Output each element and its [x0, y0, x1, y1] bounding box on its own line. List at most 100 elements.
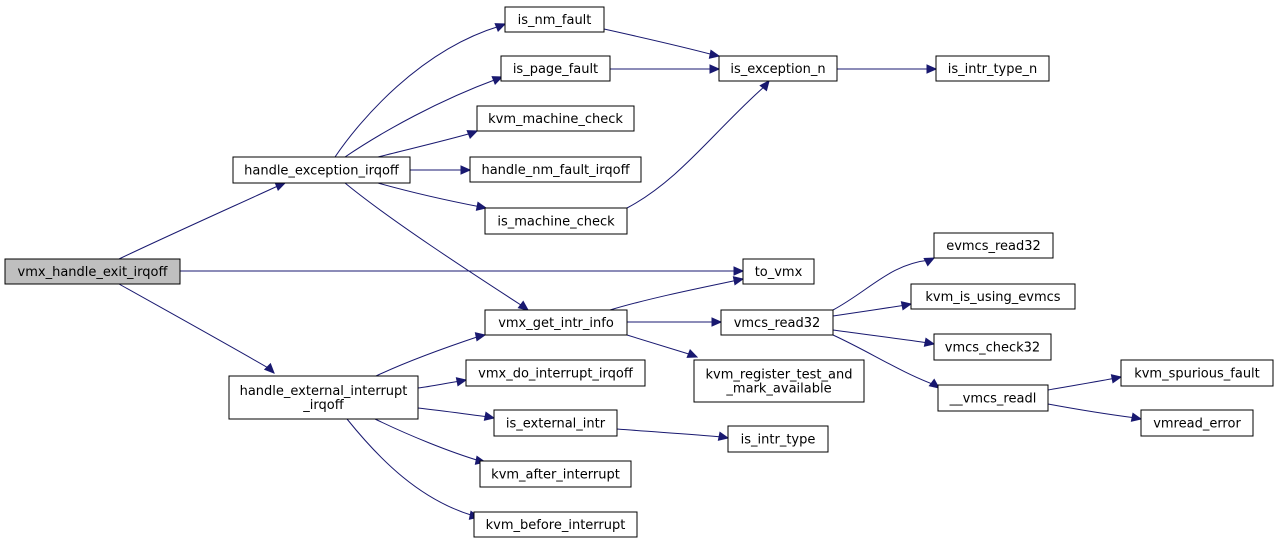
- arrowhead-icon: [926, 64, 938, 74]
- node-box[interactable]: [232, 156, 411, 184]
- node-box[interactable]: [479, 460, 632, 488]
- node-box[interactable]: [727, 425, 829, 453]
- node-handle_nm_fault_irqoff[interactable]: handle_nm_fault_irqoff: [469, 156, 642, 183]
- arrowhead-icon: [759, 80, 770, 92]
- node-box[interactable]: [469, 156, 642, 183]
- edge-vmx_handle_exit_irqoff-to-handle_external_interrupt_irqoff: [118, 283, 275, 374]
- edge-is_external_intr-to-is_intr_type: [616, 428, 730, 441]
- node-is_machine_check[interactable]: is_machine_check: [484, 207, 628, 235]
- edge-handle_exception_irqoff-to-kvm_machine_check: [377, 130, 479, 158]
- arrowhead-icon: [733, 266, 745, 276]
- node-kvm_spurious_fault[interactable]: kvm_spurious_fault: [1120, 359, 1274, 387]
- edge-handle_external_interrupt_irqoff-to-is_external_intr: [417, 407, 496, 421]
- node-box[interactable]: [933, 333, 1052, 361]
- edge-line: [344, 182, 529, 311]
- node-label: vmx_get_intr_info: [498, 316, 614, 331]
- arrowhead-icon: [460, 165, 472, 175]
- node-kvm_after_interrupt[interactable]: kvm_after_interrupt: [479, 460, 632, 488]
- edge-handle_exception_irqoff-to-is_machine_check: [377, 182, 488, 211]
- node-kvm_register_test_and_mark_available[interactable]: kvm_register_test_and_mark_available: [693, 359, 865, 403]
- edge-line: [374, 418, 486, 463]
- edge-line: [118, 182, 286, 260]
- node-is_intr_type[interactable]: is_intr_type: [727, 425, 829, 453]
- node-vmx_handle_exit_irqoff[interactable]: vmx_handle_exit_irqoff: [4, 258, 181, 285]
- node-label: vmread_error: [1153, 417, 1241, 432]
- edge-line: [377, 130, 478, 158]
- node-is_nm_fault[interactable]: is_nm_fault: [504, 6, 605, 33]
- node-box[interactable]: [720, 309, 834, 336]
- node-box[interactable]: [935, 55, 1050, 82]
- arrowhead-icon: [900, 301, 913, 311]
- node-box[interactable]: [4, 258, 181, 285]
- arrowhead-icon: [717, 431, 730, 441]
- node-box[interactable]: [465, 359, 646, 387]
- edge-is_exception_n-to-is_intr_type_n: [837, 64, 938, 74]
- edge-handle_exception_irqoff-to-handle_nm_fault_irqoff: [410, 165, 472, 175]
- node-label: vmx_handle_exit_irqoff: [18, 265, 169, 280]
- node-label: vmcs_check32: [945, 341, 1040, 356]
- node-box[interactable]: [1120, 359, 1274, 387]
- node-box[interactable]: [718, 55, 838, 82]
- node-__vmcs_readl[interactable]: __vmcs_readl: [937, 384, 1049, 412]
- node-box[interactable]: [500, 55, 611, 82]
- node-box[interactable]: [1140, 409, 1254, 437]
- edge-vmx_get_intr_info-to-vmcs_read32: [627, 317, 723, 327]
- node-box[interactable]: [504, 6, 605, 33]
- node-box[interactable]: [910, 283, 1076, 310]
- node-is_exception_n[interactable]: is_exception_n: [718, 55, 838, 82]
- node-box[interactable]: [473, 511, 638, 538]
- edge-vmcs_read32-to-__vmcs_readl: [832, 334, 940, 389]
- node-label: is_machine_check: [497, 215, 615, 230]
- node-label: kvm_is_using_evmcs: [925, 290, 1060, 305]
- node-box[interactable]: [476, 105, 635, 132]
- node-vmcs_read32[interactable]: vmcs_read32: [720, 309, 834, 336]
- node-kvm_machine_check[interactable]: kvm_machine_check: [476, 105, 635, 132]
- edge-vmcs_read32-to-kvm_is_using_evmcs: [832, 301, 913, 317]
- node-kvm_before_interrupt[interactable]: kvm_before_interrupt: [473, 511, 638, 538]
- arrowhead-icon: [483, 411, 496, 421]
- arrowhead-icon: [455, 377, 468, 387]
- edge-vmx_handle_exit_irqoff-to-to_vmx: [180, 266, 745, 276]
- edge-line: [377, 182, 487, 209]
- node-box[interactable]: [484, 207, 628, 235]
- node-is_intr_type_n[interactable]: is_intr_type_n: [935, 55, 1050, 82]
- edge-line: [417, 407, 495, 419]
- node-kvm_is_using_evmcs[interactable]: kvm_is_using_evmcs: [910, 283, 1076, 310]
- node-vmcs_check32[interactable]: vmcs_check32: [933, 333, 1052, 361]
- node-label: is_page_fault: [513, 62, 598, 77]
- node-label: is_nm_fault: [518, 13, 592, 28]
- node-label: is_exception_n: [730, 62, 825, 77]
- edge-line: [1047, 376, 1122, 391]
- node-label: handle_exception_irqoff: [244, 164, 400, 179]
- node-box[interactable]: [693, 359, 865, 403]
- arrowhead-icon: [474, 332, 487, 342]
- node-box[interactable]: [933, 232, 1054, 259]
- node-handle_exception_irqoff[interactable]: handle_exception_irqoff: [232, 156, 411, 184]
- arrowhead-icon: [711, 317, 723, 327]
- node-label: kvm_register_test_and: [706, 368, 853, 383]
- node-evmcs_read32[interactable]: evmcs_read32: [933, 232, 1054, 259]
- arrowhead-icon: [274, 182, 287, 191]
- node-is_external_intr[interactable]: is_external_intr: [493, 409, 618, 437]
- arrowhead-icon: [263, 362, 275, 374]
- node-box[interactable]: [228, 375, 419, 420]
- node-to_vmx[interactable]: to_vmx: [742, 258, 815, 285]
- arrowhead-icon: [466, 130, 479, 139]
- node-label: _irqoff: [302, 398, 344, 413]
- node-box[interactable]: [742, 258, 815, 285]
- node-box[interactable]: [493, 409, 618, 437]
- node-label: __vmcs_readl: [949, 392, 1037, 407]
- node-box[interactable]: [484, 309, 628, 336]
- node-vmread_error[interactable]: vmread_error: [1140, 409, 1254, 437]
- edge-is_nm_fault-to-is_exception_n: [603, 28, 721, 59]
- edge-line: [118, 283, 275, 374]
- node-box[interactable]: [937, 384, 1049, 412]
- node-vmx_get_intr_info[interactable]: vmx_get_intr_info: [484, 309, 628, 336]
- node-vmx_do_interrupt_irqoff[interactable]: vmx_do_interrupt_irqoff: [465, 359, 646, 387]
- node-handle_external_interrupt_irqoff[interactable]: handle_external_interrupt_irqoff: [228, 375, 419, 420]
- node-label: vmx_do_interrupt_irqoff: [478, 367, 634, 382]
- arrowhead-icon: [708, 49, 721, 59]
- node-is_page_fault[interactable]: is_page_fault: [500, 55, 611, 82]
- edge-vmx_handle_exit_irqoff-to-handle_exception_irqoff: [118, 182, 287, 260]
- edge-line: [609, 278, 744, 311]
